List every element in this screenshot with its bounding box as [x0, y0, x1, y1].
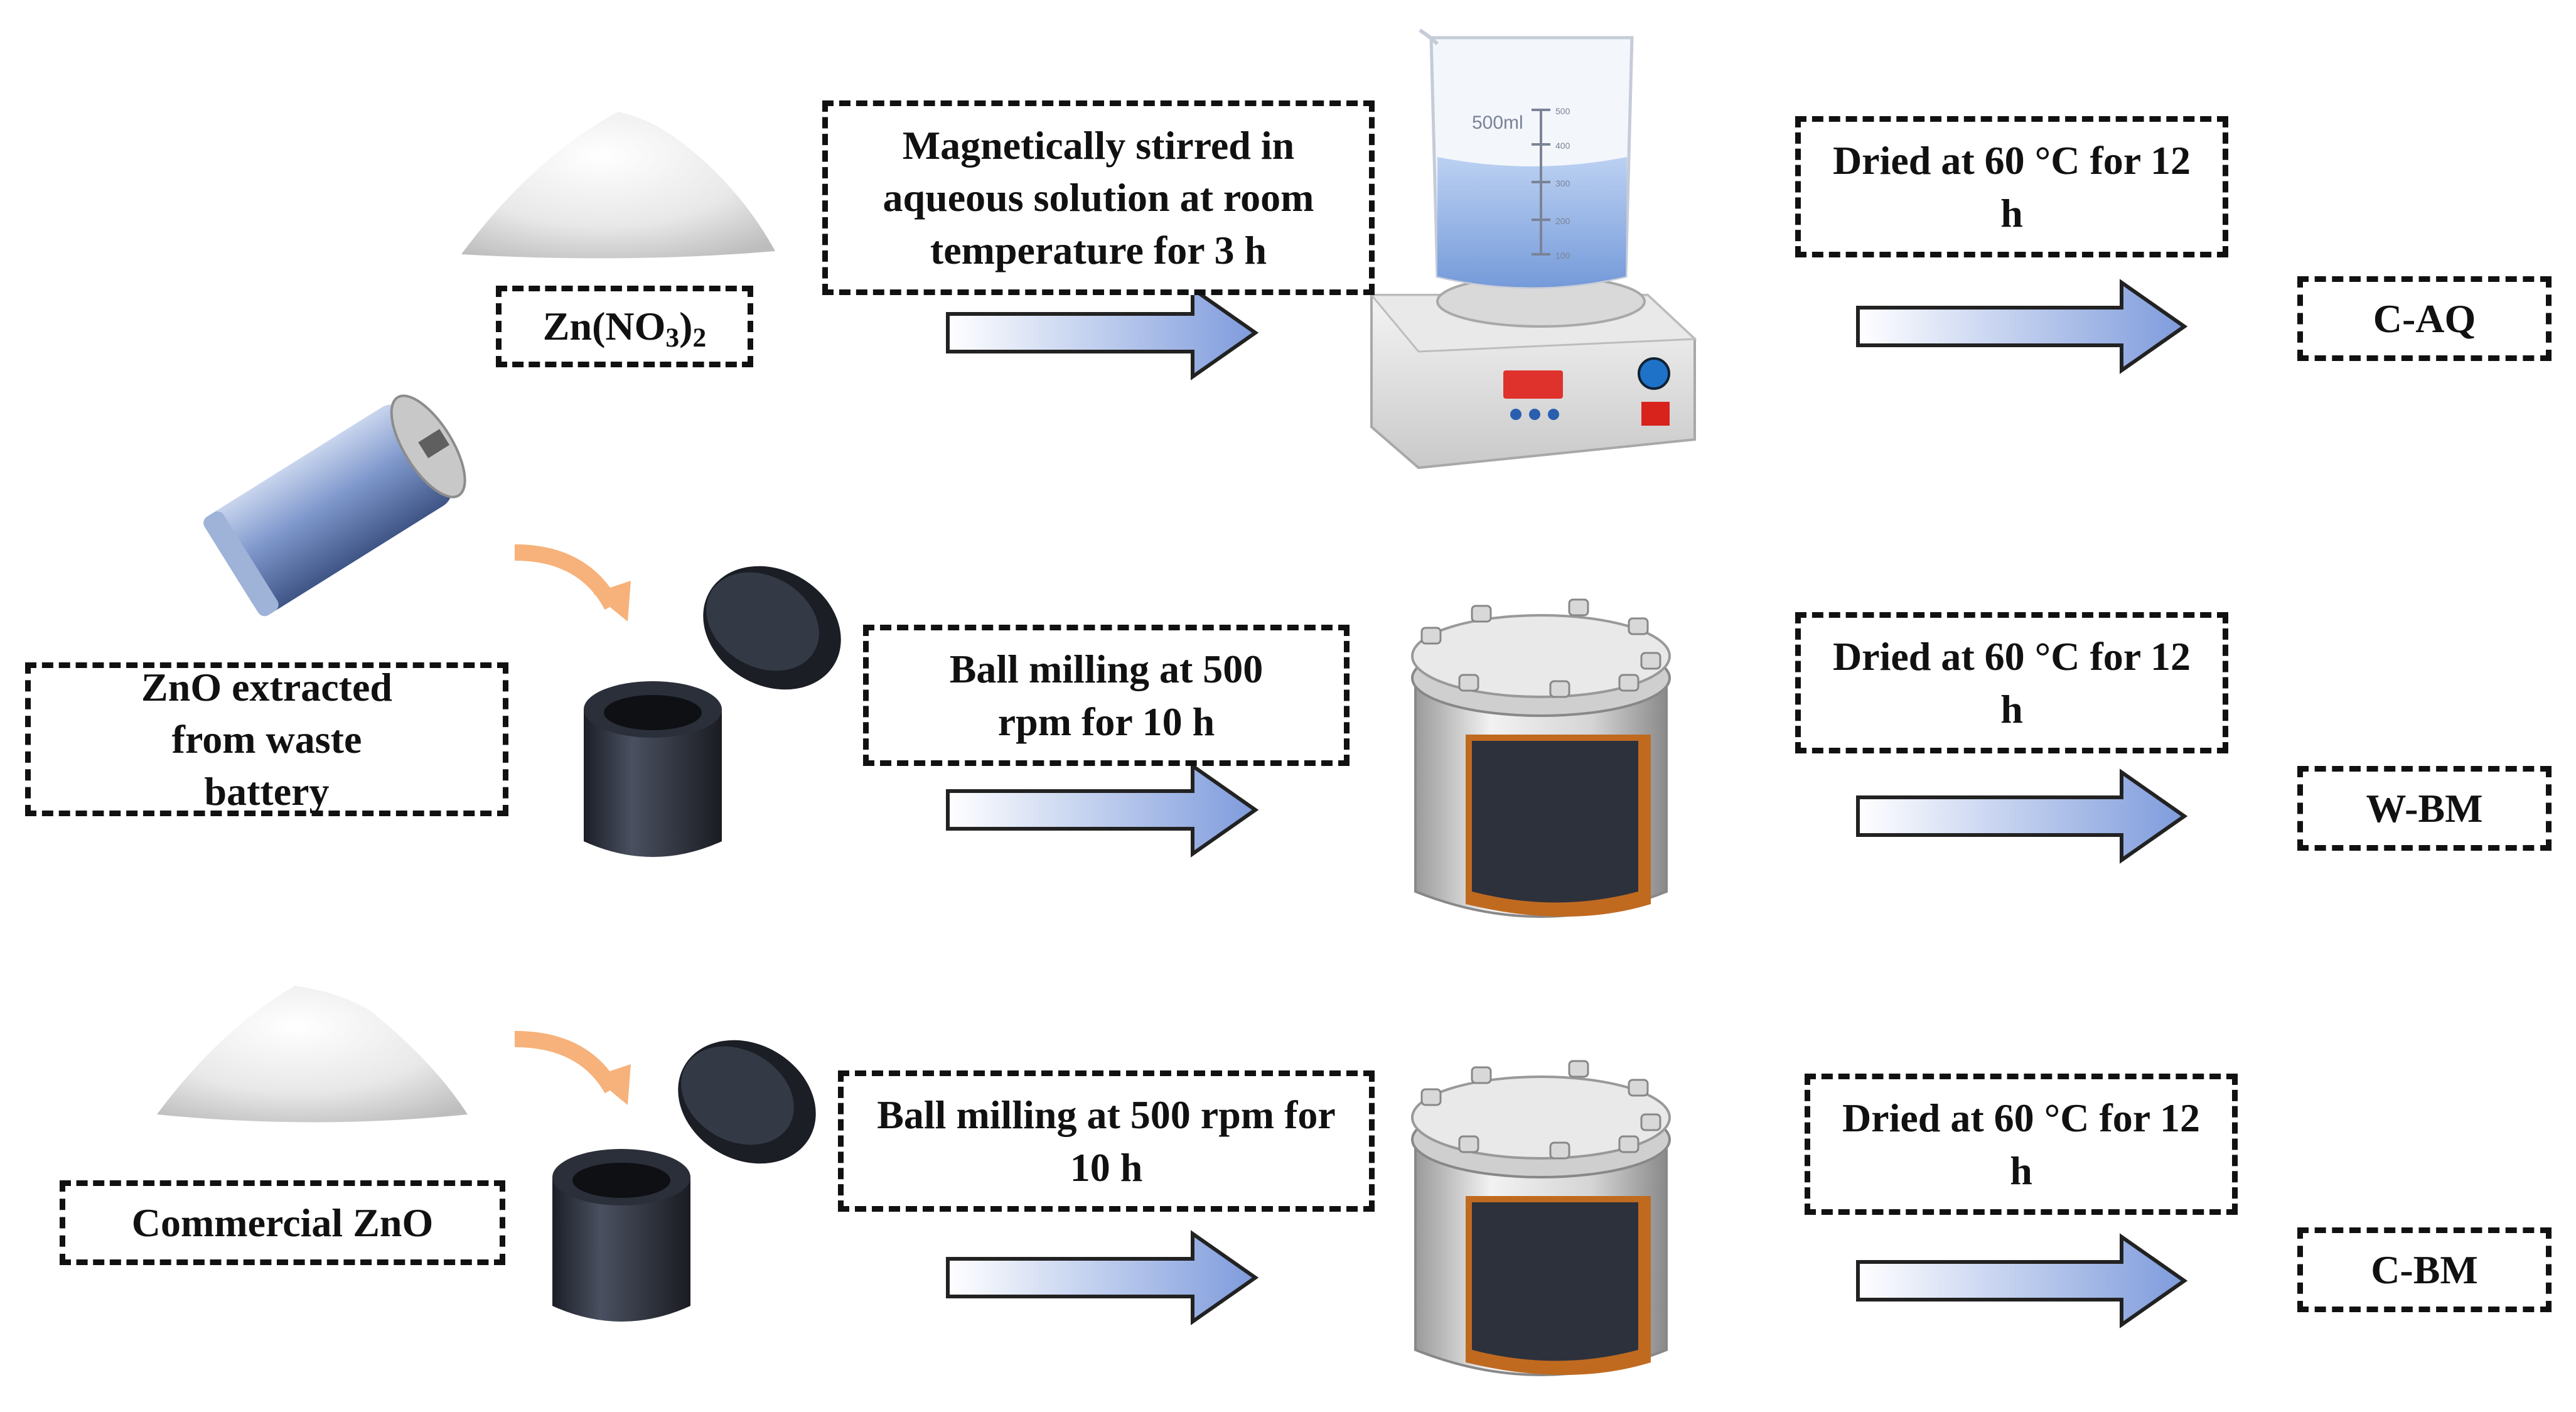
temperature-display	[1503, 370, 1563, 399]
precursor-box-commercial-zno: Commercial ZnO	[60, 1180, 505, 1265]
beaker-volume-label: 500ml	[1472, 112, 1523, 133]
product-box-c-bm: C-BM	[2297, 1227, 2552, 1312]
ball-mill-row3	[1411, 1060, 1671, 1376]
arrow-row3-drying	[1856, 1233, 2188, 1328]
process-box-ball-milling-row2: Ball milling at 500 rpm for 10 h	[863, 625, 1350, 766]
precursor-box-waste-battery: ZnO extracted from waste battery	[25, 662, 508, 816]
battery	[203, 394, 466, 617]
process-label-ball-milling-row2: Ball milling at 500 rpm for 10 h	[949, 647, 1264, 744]
product-box-c-aq: C-AQ	[2297, 276, 2552, 361]
product-label-c-bm: C-BM	[2371, 1247, 2478, 1292]
powder-pile-commercial-zno	[157, 986, 468, 1123]
product-label-w-bm: W-BM	[2366, 785, 2483, 831]
precursor-label-commercial-zno: Commercial ZnO	[131, 1200, 434, 1245]
arrow-row1-process	[946, 285, 1259, 380]
arrow-row2-drying	[1856, 768, 2188, 864]
drying-label-row1: Dried at 60 °C for 12 h	[1832, 138, 2191, 235]
process-box-ball-milling-row3: Ball milling at 500 rpm for 10 h	[838, 1070, 1375, 1212]
ball-mill-row2	[1411, 598, 1671, 918]
arrow-row2-process	[946, 762, 1259, 858]
precursor-box-zn-nitrate: Zn(NO3)2	[496, 286, 753, 367]
drying-box-row3: Dried at 60 °C for 12 h	[1805, 1074, 2238, 1215]
curved-arrow-row3	[514, 1031, 631, 1105]
arrow-row3-process	[946, 1230, 1259, 1325]
process-label-stirring: Magnetically stirred in aqueous solution…	[883, 123, 1314, 272]
beaker-on-stirrer: 500ml 500 400 300 200 100	[1369, 28, 1697, 470]
milling-jar-row3	[552, 1040, 816, 1322]
process-box-stirring: Magnetically stirred in aqueous solution…	[822, 100, 1375, 295]
control-knob	[1638, 357, 1670, 390]
milling-jar-row2	[584, 566, 841, 857]
beaker-tick-label: 500	[1555, 106, 1570, 116]
power-switch	[1641, 402, 1670, 426]
product-label-c-aq: C-AQ	[2373, 296, 2476, 341]
curved-arrow-row2	[514, 544, 631, 622]
powder-pile-zn-nitrate	[461, 112, 775, 259]
drying-box-row2: Dried at 60 °C for 12 h	[1795, 612, 2228, 753]
product-box-w-bm: W-BM	[2297, 766, 2552, 851]
process-label-ball-milling-row3: Ball milling at 500 rpm for 10 h	[877, 1092, 1336, 1190]
drying-label-row3: Dried at 60 °C for 12 h	[1842, 1096, 2201, 1193]
drying-box-row1: Dried at 60 °C for 12 h	[1795, 116, 2228, 257]
beaker-tick-label: 100	[1555, 251, 1570, 261]
precursor-label-zn-nitrate: Zn(NO3)2	[542, 304, 707, 353]
drying-label-row2: Dried at 60 °C for 12 h	[1832, 634, 2191, 731]
beaker-tick-label: 300	[1555, 178, 1570, 188]
beaker-tick-label: 200	[1555, 216, 1570, 226]
arrow-row1-drying	[1856, 279, 2188, 374]
precursor-label-waste-battery: ZnO extracted from waste battery	[141, 664, 392, 814]
beaker-tick-label: 400	[1555, 141, 1570, 151]
